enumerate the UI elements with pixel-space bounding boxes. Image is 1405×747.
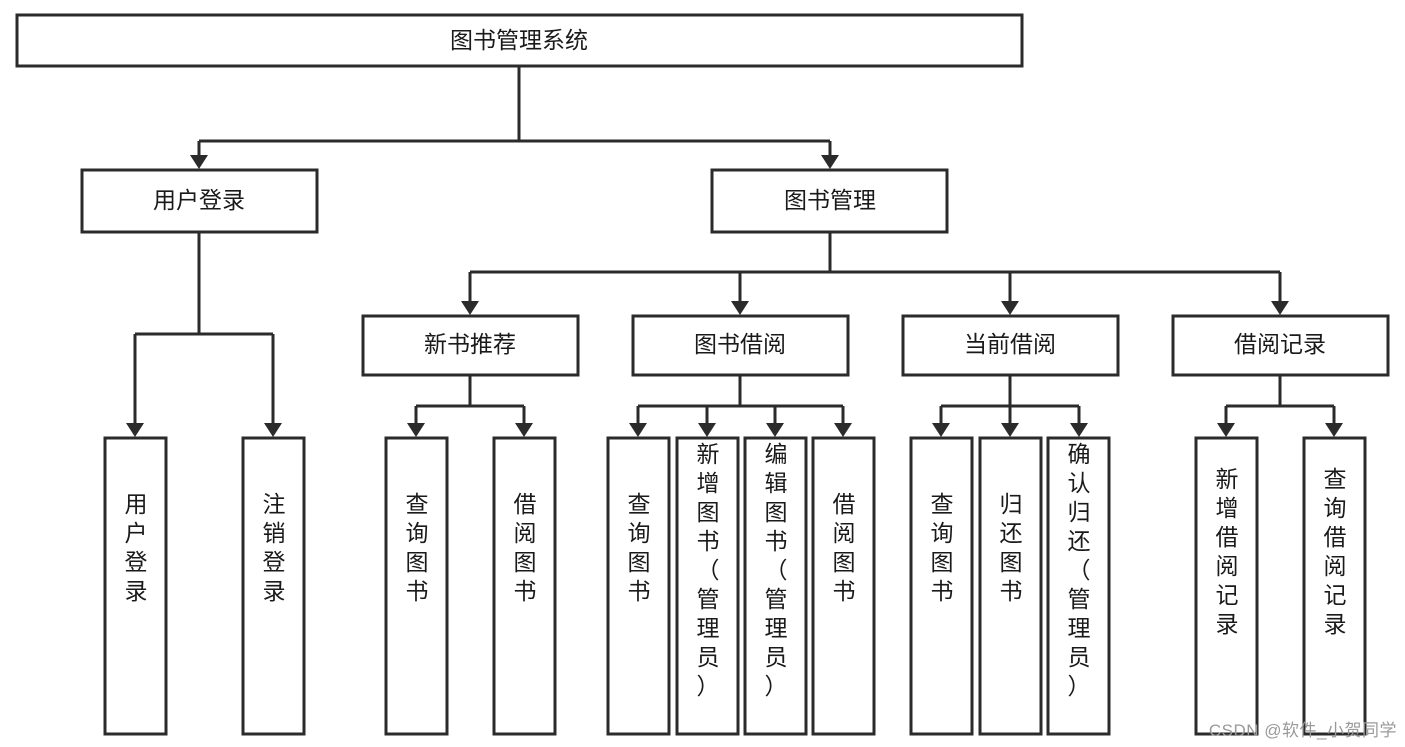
leaf-box-new-book-2[interactable] [492,436,557,736]
arrow-head-currentborrow-leaf-3 [1070,423,1088,437]
node-borrow-record[interactable]: 借阅记录 [1171,314,1390,377]
arrow-head-currentborrow-leaf-1 [932,423,950,437]
leaf-box-book-borrow-4[interactable] [811,436,876,736]
leaf-box-user-login-2[interactable] [241,436,306,736]
arrow-head-current-borrow [1001,301,1019,315]
arrow-head-to-book-management [821,155,839,169]
node-book-management[interactable]: 图书管理 [710,168,949,234]
node-root-system[interactable]: 图书管理系统 [15,13,1024,68]
node-label-borrow-record: 借阅记录 [1234,331,1326,357]
leaf-label-new-book-2: 借阅图书 [514,491,537,604]
node-box-book-management[interactable] [710,168,949,234]
arrow-head-bookborrow-leaf-2 [698,423,716,437]
leaf-box-borrow-record-1[interactable] [1194,436,1259,736]
leaf-box-user-login-1[interactable] [103,436,168,736]
leaf-borrow-record-1[interactable]: 新增借阅记录 [1194,436,1259,736]
leaf-label-book-borrow-4: 借阅图书 [833,491,856,604]
leaf-box-book-borrow-2[interactable] [675,436,740,736]
leaf-book-borrow-2[interactable]: 新增图书（管理员） [675,436,740,736]
node-label-current-borrow: 当前借阅 [964,331,1056,357]
node-label-book-management: 图书管理 [784,187,876,213]
leaf-box-borrow-record-2[interactable] [1302,436,1367,736]
arrow-head-new-book [461,301,479,315]
leaf-label-book-borrow-3: 编辑图书（管理员） [765,441,788,699]
leaf-box-new-book-1[interactable] [384,436,449,736]
arrow-head-newbook-leaf-2 [515,423,533,437]
leaf-label-new-book-1: 查询图书 [406,491,429,604]
leaf-box-book-borrow-3[interactable] [743,436,808,736]
leaf-label-borrow-record-1: 新增借阅记录 [1216,466,1239,637]
leaf-user-login-1[interactable]: 用户登录 [103,436,168,736]
leaf-new-book-2[interactable]: 借阅图书 [492,436,557,736]
arrow-head-borrowrecord-leaf-1 [1217,423,1235,437]
leaf-user-login-2[interactable]: 注销登录 [241,436,306,736]
node-current-borrow[interactable]: 当前借阅 [901,314,1120,377]
node-box-current-borrow[interactable] [901,314,1120,377]
leaf-borrow-record-2[interactable]: 查询借阅记录 [1302,436,1367,736]
node-label-new-book-recommend: 新书推荐 [424,331,516,357]
arrow-head-borrow-record [1271,301,1289,315]
arrow-head-newbook-leaf-1 [407,423,425,437]
leaf-box-book-borrow-1[interactable] [606,436,671,736]
node-box-borrow-record[interactable] [1171,314,1390,377]
node-new-book-recommend[interactable]: 新书推荐 [361,314,580,377]
node-label-user-login: 用户登录 [153,187,245,213]
leaf-label-user-login-1: 用户登录 [125,491,148,604]
node-box-root[interactable] [15,13,1024,68]
leaf-label-borrow-record-2: 查询借阅记录 [1324,466,1347,637]
leaf-label-current-borrow-2: 归还图书 [1000,491,1023,604]
leaf-label-user-login-2: 注销登录 [263,491,286,604]
node-book-borrow[interactable]: 图书借阅 [631,314,850,377]
leaf-current-borrow-3[interactable]: 确认归还（管理员） [1046,436,1111,736]
arrow-head-bookborrow-leaf-3 [766,423,784,437]
arrow-head-currentborrow-leaf-2 [1001,423,1019,437]
arrow-head-login-leaf-1 [126,423,144,437]
leaf-book-borrow-3[interactable]: 编辑图书（管理员） [743,436,808,736]
node-label-book-borrow: 图书借阅 [694,331,786,357]
leaf-box-current-borrow-1[interactable] [909,436,974,736]
leaf-label-book-borrow-1: 查询图书 [628,491,651,604]
node-user-login[interactable]: 用户登录 [80,168,319,234]
leaf-current-borrow-2[interactable]: 归还图书 [978,436,1043,736]
node-box-user-login[interactable] [80,168,319,234]
arrow-head-to-user-login [190,155,208,169]
leaf-box-current-borrow-3[interactable] [1046,436,1111,736]
leaf-book-borrow-1[interactable]: 查询图书 [606,436,671,736]
arrow-head-bookborrow-leaf-1 [629,423,647,437]
node-box-new-book-recommend[interactable] [361,314,580,377]
node-box-book-borrow[interactable] [631,314,850,377]
leaf-current-borrow-1[interactable]: 查询图书 [909,436,974,736]
node-label-root: 图书管理系统 [450,27,588,53]
leaf-label-current-borrow-1: 查询图书 [931,491,954,604]
leaf-book-borrow-4[interactable]: 借阅图书 [811,436,876,736]
leaf-label-current-borrow-3: 确认归还（管理员） [1068,441,1091,699]
connector-group [126,66,1343,437]
leaf-box-current-borrow-2[interactable] [978,436,1043,736]
arrow-head-borrowrecord-leaf-2 [1325,423,1343,437]
leaf-new-book-1[interactable]: 查询图书 [384,436,449,736]
arrow-head-book-borrow [731,301,749,315]
arrow-head-bookborrow-leaf-4 [834,423,852,437]
leaf-label-book-borrow-2: 新增图书（管理员） [697,441,720,699]
arrow-head-login-leaf-2 [264,423,282,437]
